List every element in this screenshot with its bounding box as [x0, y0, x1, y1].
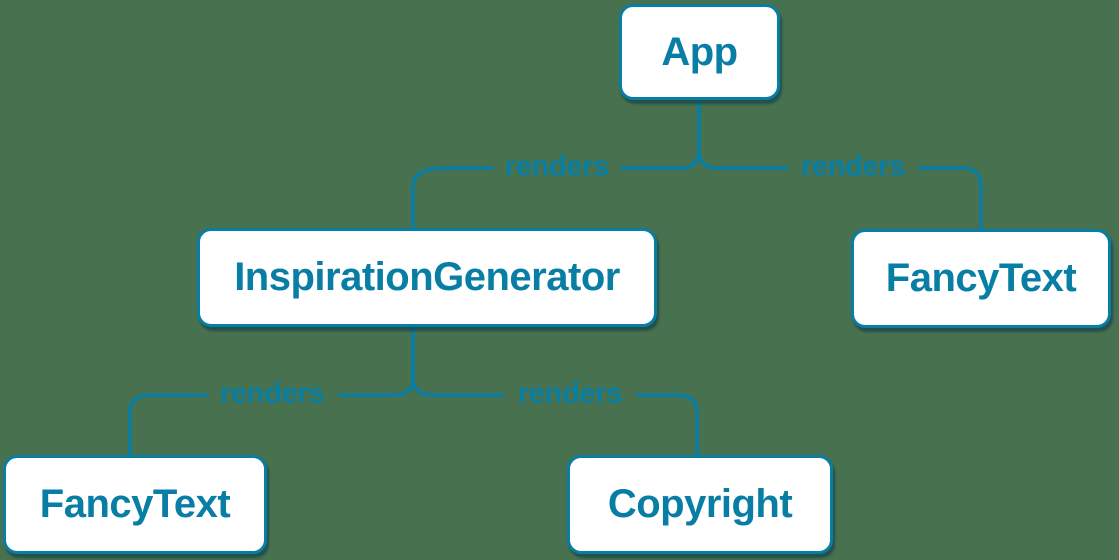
- edge-label-renders-app-inspirationgenerator: renders: [504, 150, 610, 183]
- edge-label-renders-inspirationgenerator-fancytext: renders: [219, 377, 325, 410]
- edge-app-to-fancytext: [697, 98, 983, 232]
- node-inspiration-generator: InspirationGenerator: [197, 228, 657, 327]
- edge-inspirationgenerator-to-copyright: [411, 325, 699, 457]
- edge-label-renders-inspirationgenerator-copyright: renders: [517, 377, 623, 410]
- node-copyright: Copyright: [567, 455, 833, 554]
- edge-label-renders-app-fancytext: renders: [800, 150, 906, 183]
- node-app: App: [619, 4, 780, 100]
- node-fancy-text-left: FancyText: [3, 455, 267, 554]
- node-fancy-text-right: FancyText: [851, 229, 1111, 328]
